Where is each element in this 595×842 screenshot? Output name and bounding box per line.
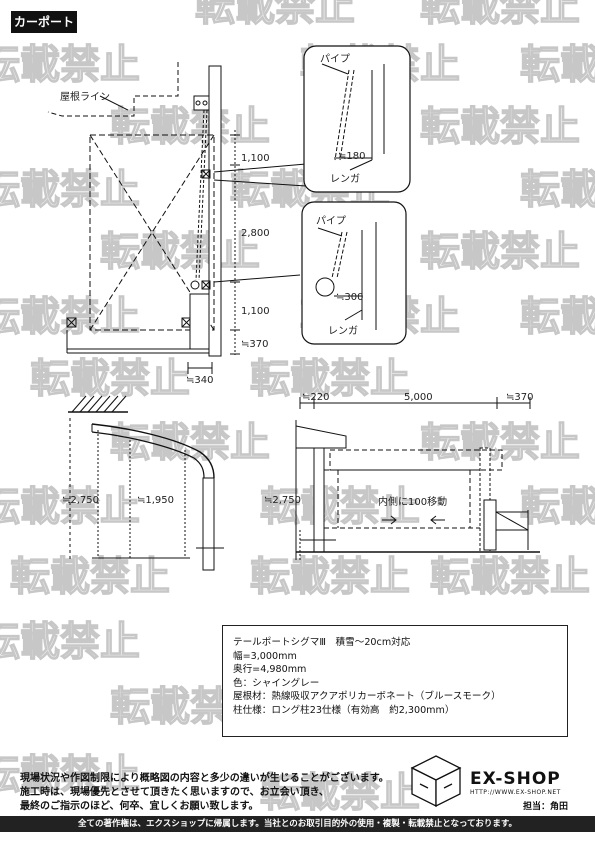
house-wall [208,65,222,357]
spec-line: 柱仕様：ロング柱23仕様（有効高 約2,300mm） [233,704,455,716]
roof-line [47,62,179,117]
watermark-text: 転載禁止 [520,167,595,213]
note-line: 最終のご指示のほど、何卒、宜しくお願い致します。 [20,801,259,812]
watermark-text: 転載禁止 [10,554,170,600]
detail-bottom [301,201,407,345]
watermark-text: 転載禁止 [195,0,355,30]
ex-shop-logo-icon [410,755,462,808]
carport-outline [89,134,215,331]
watermark-text: 転載禁止 [420,420,580,466]
carport-post [313,447,325,553]
page-title: カーポート [11,11,77,33]
brand-name: EX-SHOP [470,769,561,789]
roof-curve [91,423,215,479]
watermark-text: 転載禁止 [260,770,420,816]
watermark-text: 転載禁止 [520,484,595,530]
carport-elevation [47,62,307,374]
watermark-text: 転載禁止 [0,619,140,665]
notes: 現場状況や作図制限により概略図の内容と多少の違いが生じることがございます。 施工… [20,772,400,814]
gate-post [483,499,497,551]
dim-bottom: ≒370 [241,339,268,350]
watermark-text: 転載禁止 [260,484,420,530]
watermark-text: 転載禁止 [0,167,140,213]
spec-line: 奥行=4,980mm [233,664,307,676]
watermark-text: 転載禁止 [520,42,595,88]
spec-line: テールポートシグマⅢ 積雪～20cm対応 [233,637,411,648]
pipe [331,231,343,279]
copyright-footer: 全ての著作権は、エクスショップに帰属します。当社とのお取引目的外の使用・複製・転… [0,816,595,832]
watermark-text: 転載禁止 [0,294,140,340]
post [201,169,211,179]
note-line: 現場状況や作図制限により概略図の内容と多少の違いが生じることがございます。 [20,773,389,784]
detail-frame [303,45,411,193]
note-line: 施工時は、現場優先とさせて頂きたく思いますので、お立会い頂き、 [20,787,329,798]
detail-dim: ≒180 [338,151,365,162]
brand-url: HTTP://WWW.EX-SHOP.NET [470,789,561,796]
detail-dim: ≒300 [336,292,363,303]
post [66,317,77,328]
watermark-text: 転載禁止 [420,104,580,150]
watermark-text: 転載禁止 [250,356,410,402]
front-dim-width: 5,000 [404,392,433,403]
staff-label: 担当：角田 [523,802,569,812]
pipe-label: パイプ [320,53,350,65]
dim-upper: 1,100 [241,153,270,164]
watermark-text: 転載禁止 [420,229,580,275]
dim-middle: 2,800 [241,228,270,239]
front-dim-left: ≒220 [302,392,329,403]
watermark-text: 転載禁止 [0,752,140,798]
house-roof [295,425,347,449]
roof-line-label: 屋根ライン [60,90,110,103]
pipe [195,109,205,281]
brick-base [189,293,210,350]
pipe-end [190,280,200,290]
pipe-label: パイプ [316,215,346,227]
side-height-inner: ≒1,950 [137,495,174,506]
spec-line: 幅=3,000mm [233,650,297,662]
carport-post [202,477,215,571]
detail-frame [301,201,407,345]
front-dim-right: ≒370 [506,392,533,403]
front-view [295,397,540,560]
watermark-text: 転載禁止 [110,420,270,466]
spec-line: 色：シャイングレー [233,677,320,689]
pipe-end [315,277,335,297]
brick-label: レンガ [330,173,360,185]
watermark-text: 転載禁止 [420,0,580,30]
move-note: 内側に100移動 [378,495,447,508]
watermark-text: 転載禁止 [100,229,260,275]
watermark-text: 転載禁止 [250,554,410,600]
watermark-text: 転載禁止 [520,294,595,340]
spec-box: テールポートシグマⅢ 積雪～20cm対応 幅=3,000mm 奥行=4,980m… [222,625,568,737]
watermark-text: 転載禁止 [30,356,190,402]
side-view [68,395,224,571]
watermark-text: 転載禁止 [430,554,590,600]
detail-top [303,45,411,193]
front-height: ≒2,750 [264,495,301,506]
dim-lower: 1,100 [241,306,270,317]
dim-base: ≒340 [186,375,213,386]
watermark-text: 転載禁止 [0,42,140,88]
watermark-text: 転載禁止 [110,104,270,150]
side-height-left: ≒2,750 [62,495,99,506]
pipe [334,69,350,161]
post [201,280,211,290]
brick-label: レンガ [328,325,358,337]
spec-line: 屋根材：熱線吸収アクアポリカーボネート（ブルースモーク） [233,691,501,703]
wall-outlet [193,95,210,111]
